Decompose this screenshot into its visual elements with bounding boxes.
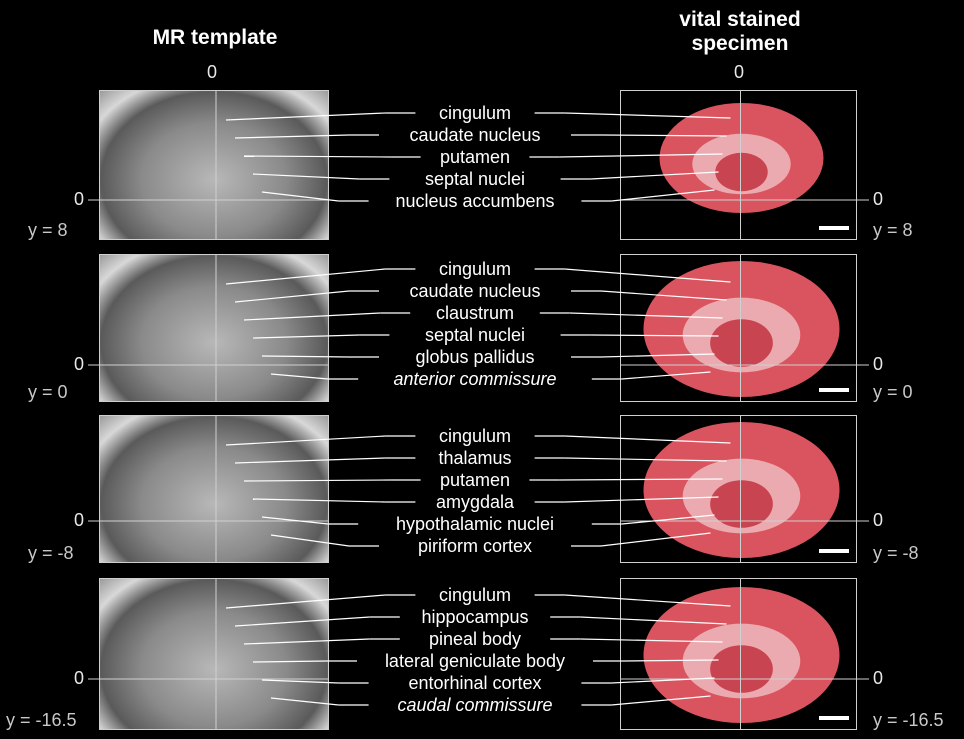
structure-label: septal nuclei bbox=[424, 169, 526, 189]
scale-bar bbox=[819, 716, 849, 720]
brain-slice-image bbox=[643, 587, 840, 723]
structure-label: hypothalamic nuclei bbox=[395, 514, 555, 534]
mr-y-coordinate: y = -16.5 bbox=[6, 710, 77, 730]
mr-zero-top: 0 bbox=[207, 62, 218, 82]
scale-bar bbox=[819, 549, 849, 553]
structure-label: claustrum bbox=[435, 303, 515, 323]
specimen-zero-label: 0 bbox=[873, 189, 884, 209]
mr-template-panel bbox=[99, 415, 329, 563]
brain-slice-image bbox=[643, 422, 840, 558]
mr-template-panel bbox=[99, 254, 329, 402]
deep-nuclei-region bbox=[710, 480, 773, 528]
structure-label: entorhinal cortex bbox=[408, 673, 542, 693]
scale-bar bbox=[819, 388, 849, 392]
mr-y-coordinate: y = -8 bbox=[28, 543, 74, 563]
structure-label: globus pallidus bbox=[415, 347, 535, 367]
specimen-y-coordinate: y = 8 bbox=[873, 220, 913, 240]
vital-stained-specimen-panel bbox=[620, 578, 857, 730]
vital-stained-specimen-panel bbox=[620, 415, 857, 563]
mr-zero-label: 0 bbox=[74, 668, 85, 688]
structure-label: cingulum bbox=[438, 585, 512, 605]
scale-bar bbox=[819, 226, 849, 230]
structure-label: anterior commissure bbox=[393, 369, 557, 389]
structure-label: septal nuclei bbox=[424, 325, 526, 345]
structure-label: hippocampus bbox=[421, 607, 529, 627]
brain-slice-image bbox=[643, 261, 840, 397]
structure-label: lateral geniculate body bbox=[384, 651, 566, 671]
structure-label: piriform cortex bbox=[417, 536, 533, 556]
mr-zero-label: 0 bbox=[74, 189, 85, 209]
specimen-zero-label: 0 bbox=[873, 510, 884, 530]
structure-label: cingulum bbox=[438, 259, 512, 279]
structure-label: putamen bbox=[439, 470, 511, 490]
specimen-zero-label: 0 bbox=[873, 668, 884, 688]
deep-nuclei-region bbox=[715, 152, 768, 192]
structure-label: nucleus accumbens bbox=[395, 191, 555, 211]
deep-nuclei-region bbox=[710, 645, 773, 693]
vital-stained-specimen-panel bbox=[620, 90, 857, 240]
mr-zero-label: 0 bbox=[74, 510, 85, 530]
structure-label: cingulum bbox=[438, 103, 512, 123]
structure-label: thalamus bbox=[438, 448, 512, 468]
structure-label: putamen bbox=[439, 147, 511, 167]
vital-stained-specimen-panel bbox=[620, 254, 857, 402]
structure-label: caudal commissure bbox=[397, 695, 553, 715]
structure-label: caudate nucleus bbox=[409, 125, 541, 145]
mr-template-panel bbox=[99, 578, 329, 730]
mr-template-title: MR template bbox=[152, 26, 278, 49]
vital-stained-specimen-title: vital stained specimen bbox=[679, 8, 801, 55]
mr-zero-label: 0 bbox=[74, 354, 85, 374]
specimen-y-coordinate: y = -16.5 bbox=[873, 710, 944, 730]
specimen-zero-label: 0 bbox=[873, 354, 884, 374]
structure-label: amygdala bbox=[435, 492, 515, 512]
mr-y-coordinate: y = 0 bbox=[28, 382, 68, 402]
mr-template-panel bbox=[99, 90, 329, 240]
deep-nuclei-region bbox=[710, 319, 773, 367]
structure-label: caudate nucleus bbox=[409, 281, 541, 301]
brain-slice-image bbox=[659, 103, 824, 213]
mr-y-coordinate: y = 8 bbox=[28, 220, 68, 240]
structure-label: cingulum bbox=[438, 426, 512, 446]
structure-label: pineal body bbox=[428, 629, 522, 649]
specimen-zero-top: 0 bbox=[734, 62, 745, 82]
specimen-y-coordinate: y = -8 bbox=[873, 543, 919, 563]
specimen-y-coordinate: y = 0 bbox=[873, 382, 913, 402]
